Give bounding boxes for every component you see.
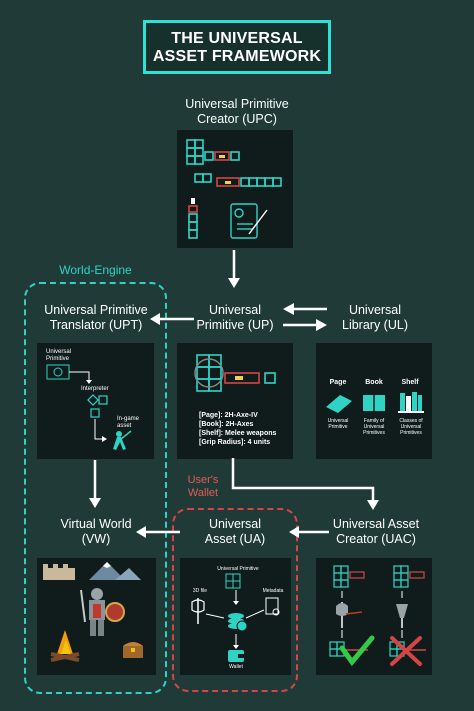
ua-3d-file-label: 3D file <box>192 588 208 594</box>
book-icon <box>363 395 385 411</box>
ul-caption-shelf: Classes of Universal Primitives <box>394 418 428 436</box>
vw-label: Virtual World (VW) <box>25 517 167 547</box>
arrows-up-ul <box>283 303 327 331</box>
up-meta-book: [Book]: 2H-Axes <box>199 421 254 428</box>
users-wallet-line-2: Wallet <box>187 487 219 499</box>
vw-label-line-1: Virtual World <box>60 517 132 531</box>
ul-label-line-1: Universal <box>348 303 402 317</box>
ul-label: Universal Library (UL) <box>320 303 430 333</box>
uac-label-line-2: Creator (UAC) <box>336 532 416 546</box>
up-meta-page: [Page]: 2H-Axe-IV <box>199 412 258 419</box>
arrow-upc-to-up <box>228 250 240 288</box>
upc-panel-graphic <box>186 139 282 239</box>
ul-header-book: Book <box>365 379 383 386</box>
title-line-2: ASSET FRAMEWORK <box>152 48 322 65</box>
ul-icons <box>326 392 424 413</box>
ua-up-label: Universal Primitive <box>217 566 259 572</box>
treasure-chest-icon <box>123 642 143 658</box>
ua-panel: Universal Primitive 3D file Metadata Wal… <box>180 558 291 675</box>
ul-caption-book-3: Primitives <box>363 430 385 436</box>
up-label-line-1: Universal <box>208 303 262 317</box>
ul-caption-shelf-2: Universal <box>400 424 422 430</box>
upc-label: Universal Primitive Creator (UPC) <box>157 97 317 127</box>
ul-caption-book-1: Family of <box>363 418 385 424</box>
users-wallet-region <box>172 508 298 692</box>
up-panel: [Page]: 2H-Axe-IV [Book]: 2H-Axes [Shelf… <box>177 343 293 459</box>
ul-panel: Page Book Shelf Universal Primitive Fami… <box>316 343 432 459</box>
interpreter-label: Interpreter <box>81 386 109 392</box>
ingame-label-line-1: In-game <box>117 416 140 422</box>
ua-label-line-2: Asset (UA) <box>204 532 266 546</box>
shelf-icon <box>398 392 424 413</box>
uac-graphic <box>329 565 426 667</box>
ul-caption-page-2: Primitive <box>328 424 348 430</box>
upt-panel: Universal Primitive Interpreter In-game … <box>37 343 154 459</box>
ul-caption-shelf-1: Classes of <box>399 418 423 424</box>
ul-caption-shelf-3: Primitives <box>400 430 422 436</box>
castle-icon <box>43 564 75 580</box>
upt-label: Universal Primitive Translator (UPT) <box>25 303 167 333</box>
arrow-uac-to-ua <box>289 526 329 538</box>
arrow-ua-to-vw <box>136 526 180 538</box>
vw-label-line-2: (VW) <box>81 532 111 546</box>
wallet-icon <box>228 650 244 662</box>
world-engine-label: World-Engine <box>59 263 132 277</box>
ul-caption-book: Family of Universal Primitives <box>358 418 390 436</box>
ul-label-line-2: Library (UL) <box>342 318 408 332</box>
ul-caption-page: Universal Primitive <box>322 418 354 430</box>
upc-label-line-1: Universal Primitive <box>185 97 289 111</box>
ua-flow-graphic <box>191 573 280 662</box>
arrow-up-to-uac <box>231 458 379 510</box>
ul-header-shelf: Shelf <box>401 379 419 386</box>
campfire-icon <box>50 630 80 662</box>
uac-label: Universal Asset Creator (UAC) <box>316 517 436 547</box>
page-icon <box>326 395 352 413</box>
vw-panel <box>37 558 156 675</box>
up-label-line-2: Primitive (UP) <box>196 318 274 332</box>
title-line-1: THE UNIVERSAL <box>171 30 303 47</box>
arrow-up-to-upt <box>150 313 194 325</box>
ua-label: Universal Asset (UA) <box>175 517 295 547</box>
up-label: Universal Primitive (UP) <box>175 303 295 333</box>
metadata-doc-icon <box>265 597 280 616</box>
users-wallet-label: User's Wallet <box>170 474 236 500</box>
ua-wallet-label: Wallet <box>229 664 243 670</box>
knight-icon <box>80 588 125 636</box>
vw-scene-graphic <box>43 562 143 662</box>
up-meta-shelf: [Shelf]: Melee weapons <box>199 430 277 437</box>
axe-3d-icon <box>191 598 205 624</box>
up-metadata-list: [Page]: 2H-Axe-IV [Book]: 2H-Axes [Shelf… <box>199 411 293 447</box>
ul-header-page: Page <box>329 379 347 386</box>
title-box: THE UNIVERSAL ASSET FRAMEWORK <box>143 20 331 74</box>
upt-up-label-line-1: Universal <box>46 349 72 355</box>
upc-panel <box>177 130 293 248</box>
users-wallet-line-1: User's <box>187 474 219 486</box>
ingame-label-line-2: asset <box>117 423 132 429</box>
up-primitive-graphic <box>194 354 276 392</box>
ua-label-line-1: Universal <box>208 517 262 531</box>
up-meta-grip-radius: [Grip Radius]: 4 units <box>199 439 271 446</box>
axe-icon <box>336 602 363 628</box>
world-engine-region <box>24 282 167 694</box>
uac-panel <box>316 558 432 675</box>
mountain-icon <box>89 562 141 580</box>
knife-icon <box>396 604 408 628</box>
ul-caption-page-1: Universal <box>327 418 349 424</box>
upt-up-label-line-2: Primitive <box>46 356 70 362</box>
ul-caption-book-2: Universal <box>363 424 385 430</box>
ua-metadata-label: Metadata <box>262 588 284 594</box>
upt-up-label: Universal Primitive <box>46 349 71 363</box>
checkmark-icon <box>339 635 375 667</box>
upt-label-line-2: Translator (UPT) <box>49 318 143 332</box>
coin-stack-icon <box>228 613 248 632</box>
ingame-asset-label: In-game asset <box>117 416 139 430</box>
upt-flow-graphic <box>46 364 132 450</box>
cross-icon <box>390 636 422 666</box>
arrow-upt-to-vw <box>89 460 101 508</box>
upc-label-line-2: Creator (UPC) <box>197 112 277 126</box>
upt-label-line-1: Universal Primitive <box>44 303 148 317</box>
uac-label-line-1: Universal Asset <box>332 517 420 531</box>
